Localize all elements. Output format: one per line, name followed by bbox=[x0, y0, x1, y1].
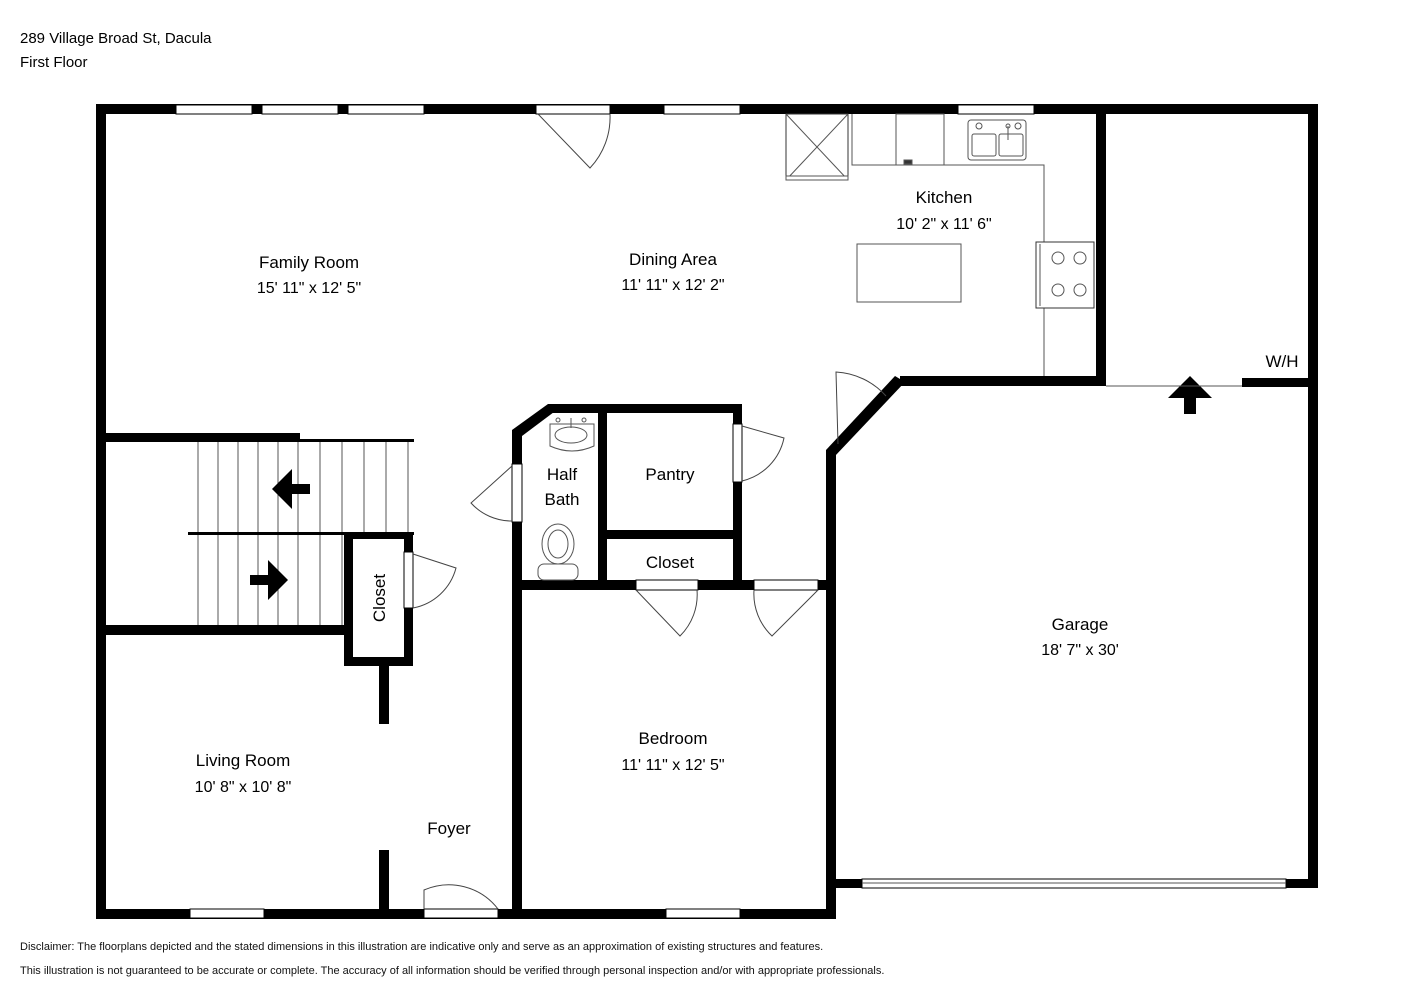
family-room-dims: 15' 11" x 12' 5" bbox=[257, 280, 361, 297]
windows bbox=[175, 104, 1287, 919]
family-room-name: Family Room bbox=[259, 253, 359, 272]
stair-arrow-left-icon bbox=[272, 469, 310, 509]
walls bbox=[96, 104, 1318, 919]
foyer-name: Foyer bbox=[427, 819, 471, 838]
half-bath-name-line1: Half bbox=[547, 465, 578, 484]
living-room-name: Living Room bbox=[196, 751, 291, 770]
stairs bbox=[197, 442, 409, 625]
half-bath-name-line2: Bath bbox=[545, 490, 580, 509]
pantry-name: Pantry bbox=[645, 465, 695, 484]
kitchen-fixtures bbox=[785, 113, 1095, 376]
address-label: 289 Village Broad St, Dacula bbox=[20, 30, 212, 47]
bedroom-dims: 11' 11" x 12' 5" bbox=[621, 757, 724, 774]
floor-label: First Floor bbox=[20, 54, 88, 71]
disclaimer-line-1: Disclaimer: The floorplans depicted and … bbox=[20, 941, 824, 953]
garage-dims: 18' 7" x 30' bbox=[1041, 642, 1119, 659]
dining-area-name: Dining Area bbox=[629, 250, 717, 269]
disclaimer-line-2: This illustration is not guaranteed to b… bbox=[20, 965, 885, 977]
doors bbox=[403, 104, 887, 910]
room-labels: Family Room 15' 11" x 12' 5" Dining Area… bbox=[195, 188, 1299, 838]
living-room-dims: 10' 8" x 10' 8" bbox=[195, 779, 292, 796]
water-heater-label: W/H bbox=[1265, 352, 1298, 371]
kitchen-name: Kitchen bbox=[916, 188, 973, 207]
bath-fixtures bbox=[537, 417, 595, 581]
kitchen-dims: 10' 2" x 11' 6" bbox=[896, 216, 991, 233]
bedroom-name: Bedroom bbox=[639, 729, 708, 748]
stair-arrow-right-icon bbox=[250, 560, 288, 600]
closet-stair-name: Closet bbox=[370, 574, 389, 622]
dining-area-dims: 11' 11" x 12' 2" bbox=[621, 277, 724, 294]
garage-step-arrow-icon bbox=[1168, 376, 1212, 414]
garage-name: Garage bbox=[1052, 615, 1109, 634]
closet-center-name: Closet bbox=[646, 553, 694, 572]
